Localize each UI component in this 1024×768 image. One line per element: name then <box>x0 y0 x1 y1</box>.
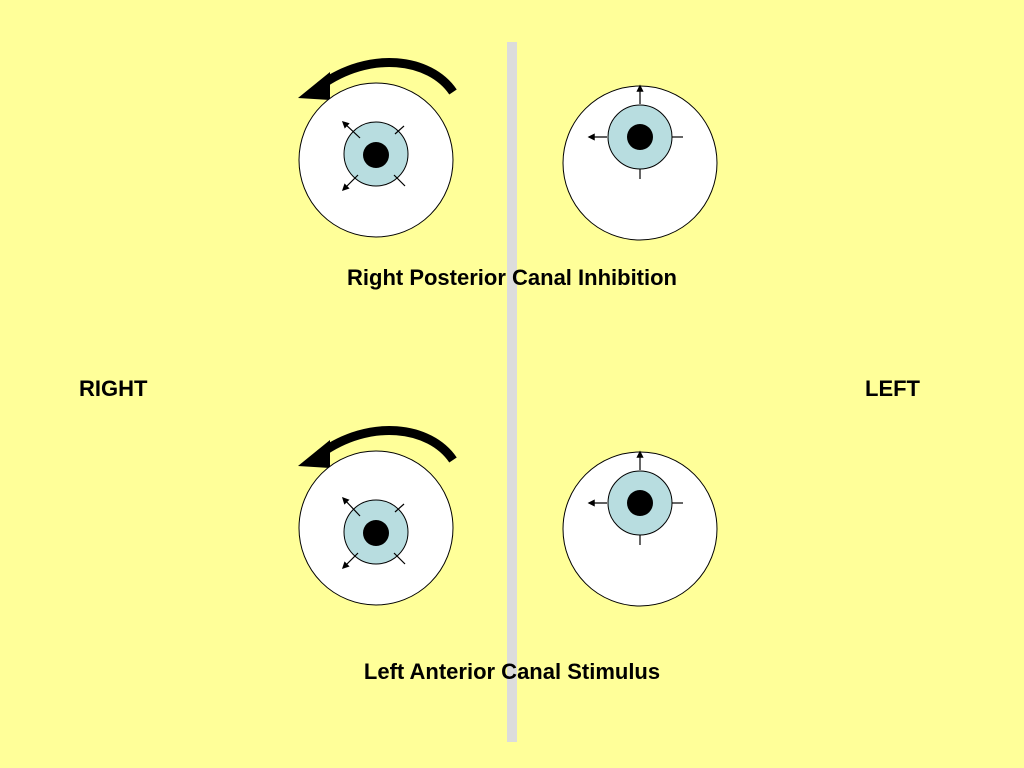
left-side-label: LEFT <box>865 376 920 401</box>
bottom-left-eye <box>562 450 718 607</box>
bottom-right-eye <box>298 426 457 606</box>
pupil <box>363 520 389 546</box>
pupil <box>363 142 389 168</box>
top-right-eye <box>298 58 457 238</box>
pupil <box>627 124 653 150</box>
midline-divider <box>507 42 517 742</box>
bottom-caption: Left Anterior Canal Stimulus <box>363 659 661 684</box>
diagonal-axis-marks <box>341 121 406 192</box>
cross-axis-marks <box>587 84 683 179</box>
pupil <box>627 490 653 516</box>
top-left-eye <box>562 84 718 241</box>
cross-axis-marks <box>587 450 683 545</box>
counterclockwise-arrow-icon <box>298 426 457 468</box>
counterclockwise-arrow-icon <box>298 58 457 100</box>
right-side-label: RIGHT <box>79 376 148 401</box>
top-caption: Right Posterior Canal Inhibition <box>347 265 677 290</box>
diagonal-axis-marks <box>341 496 406 570</box>
